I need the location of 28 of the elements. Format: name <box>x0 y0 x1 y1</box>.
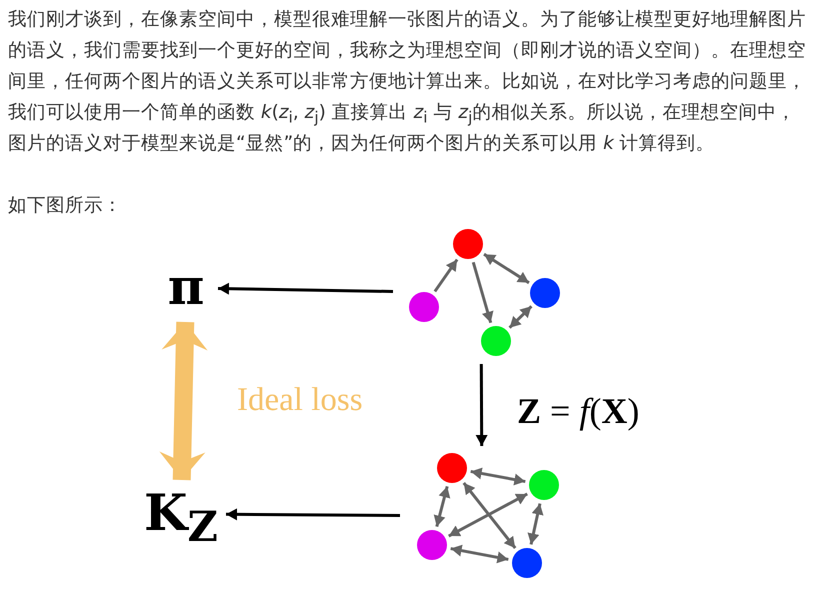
double-arrow <box>470 468 526 486</box>
graph-vertex <box>453 229 483 259</box>
math-symbol: π <box>158 262 214 314</box>
graph-vertex <box>481 326 511 356</box>
graph-vertex <box>437 453 467 483</box>
double-arrow <box>159 322 208 480</box>
arrow <box>476 364 488 446</box>
double-arrow <box>528 503 544 545</box>
graph-vertex <box>512 548 542 578</box>
edge-label: Ideal loss <box>237 384 363 417</box>
double-arrow <box>483 252 530 284</box>
arrow <box>434 258 458 292</box>
edge-label: Z = f(X) <box>517 393 640 429</box>
arrow <box>218 282 394 295</box>
paragraph: 我们刚才谈到，在像素空间中，模型很难理解一张图片的语义。为了能够让模型更好地理解图片的语义，我们需要找到一个更好的空间，我称之为理想空间（即刚才说的语义空间）。在理想空间里，任何两个图片的语义关系可以非常方便地计算出来。比如说，在对比学习考虑的问题里，我们可以使用一个简单的函数 k(z$_{i}$, z$_{j}$) 直接算出 z$_{i}$ 与 z$_{j}$的相似关系。所以说，在理想空间中，图片的语义对于模型来说是“显然”的，因为任何两个图片的关系可以用 k 计算得到。 <box>8 8 807 156</box>
double-arrow <box>448 492 528 538</box>
arrow <box>472 262 494 324</box>
double-arrow <box>462 482 516 550</box>
graph-vertex <box>409 292 439 322</box>
double-arrow <box>450 544 509 564</box>
graph-vertex <box>529 470 559 500</box>
arrow <box>226 508 400 520</box>
double-arrow <box>508 305 532 329</box>
graph-vertex <box>417 530 447 560</box>
text-line: 如下图所示： <box>8 194 123 218</box>
graph-vertex <box>530 278 560 308</box>
double-arrow <box>434 486 450 527</box>
math-symbol: K$_{Z}$ <box>140 488 222 540</box>
